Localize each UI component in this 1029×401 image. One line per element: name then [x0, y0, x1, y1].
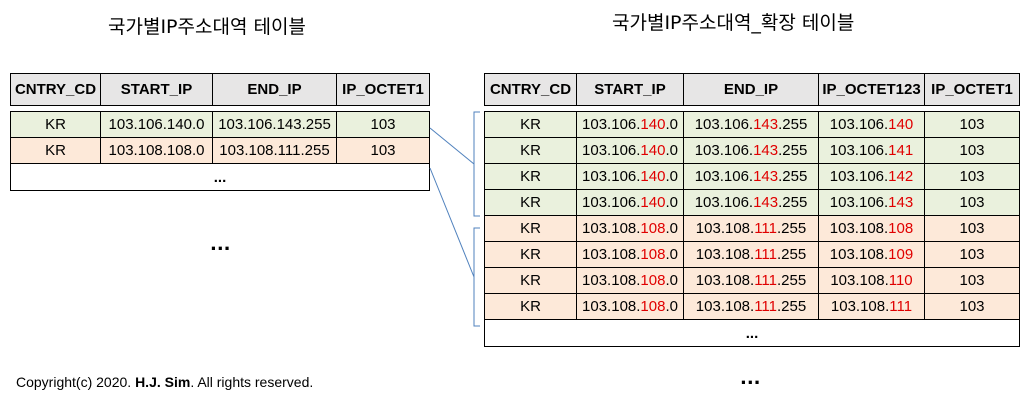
table-cell: 103.106.143.255 [683, 137, 819, 164]
table-header-row: CNTRY_CD START_IP END_IP IP_OCTET1 [10, 73, 430, 106]
header-cell: CNTRY_CD [10, 73, 101, 106]
header-cell: IP_OCTET1 [924, 73, 1020, 106]
header-cell: START_IP [100, 73, 213, 106]
table-cell: 103 [924, 267, 1020, 294]
right-continuation-ellipsis: ... [740, 368, 761, 389]
copyright-notice: Copyright(c) 2020. H.J. Sim. All rights … [16, 374, 313, 390]
table-cell: 103.106.140.0 [576, 189, 684, 216]
table-cell: 103.106.143 [818, 189, 925, 216]
table-cell: 103.108.108.0 [576, 215, 684, 242]
ellipsis-row: ... [10, 163, 430, 191]
right-ip-range-extended-table: CNTRY_CD START_IP END_IP IP_OCTET123 IP_… [484, 73, 1020, 347]
table-cell: 103 [924, 215, 1020, 242]
table-cell: 103.108.108.0 [100, 137, 213, 164]
connector-line-2 [429, 167, 475, 278]
table-cell: 103.106.140.0 [576, 111, 684, 138]
table-cell: 103.106.140.0 [576, 137, 684, 164]
ellipsis-cell: ... [484, 319, 1020, 347]
table-cell: 103 [336, 137, 430, 164]
table-cell: 103.106.140.0 [576, 163, 684, 190]
header-cell: CNTRY_CD [484, 73, 577, 106]
table-cell: 103.108.108 [818, 215, 925, 242]
right-table-title: 국가별IP주소대역_확장 테이블 [612, 12, 855, 34]
table-cell: 103.108.111 [818, 293, 925, 320]
table-cell: KR [484, 137, 577, 164]
copyright-author: H.J. Sim [135, 374, 191, 390]
table-cell: 103.108.111.255 [212, 137, 337, 164]
table-cell: 103 [924, 189, 1020, 216]
copyright-prefix: Copyright(c) 2020. [16, 374, 136, 390]
table-cell: 103.108.110 [818, 267, 925, 294]
table-cell: 103.106.143.255 [683, 163, 819, 190]
table-cell: KR [484, 241, 577, 268]
left-table-title: 국가별IP주소대역 테이블 [108, 16, 306, 38]
ellipsis-cell: ... [10, 163, 430, 191]
header-cell: END_IP [683, 73, 819, 106]
table-cell: 103.106.143.255 [683, 189, 819, 216]
table-cell: 103.108.109 [818, 241, 925, 268]
table-header-row: CNTRY_CD START_IP END_IP IP_OCTET123 IP_… [484, 73, 1020, 106]
copyright-suffix: . All rights reserved. [190, 374, 314, 390]
header-cell: START_IP [576, 73, 684, 106]
table-cell: 103.106.143.255 [683, 111, 819, 138]
table-cell: 103.106.143.255 [212, 111, 337, 138]
table-cell: 103.108.111.255 [683, 241, 819, 268]
table-cell: 103 [924, 241, 1020, 268]
connector-line-1 [429, 127, 475, 165]
header-cell: IP_OCTET1 [336, 73, 430, 106]
table-cell: KR [484, 267, 577, 294]
table-cell: 103 [924, 163, 1020, 190]
left-continuation-ellipsis: ... [210, 234, 231, 255]
header-cell: IP_OCTET123 [818, 73, 925, 106]
table-cell: 103.108.108.0 [576, 241, 684, 268]
table-cell: KR [10, 137, 101, 164]
table-cell: KR [484, 215, 577, 242]
header-cell: END_IP [212, 73, 337, 106]
ellipsis-row: ... [484, 319, 1020, 347]
table-cell: 103.106.142 [818, 163, 925, 190]
group2-brace [473, 227, 480, 327]
group1-brace [473, 111, 480, 217]
table-cell: 103 [924, 111, 1020, 138]
table-cell: 103.106.140.0 [100, 111, 213, 138]
table-cell: 103.108.111.255 [683, 215, 819, 242]
table-cell: KR [10, 111, 101, 138]
table-cell: 103.106.141 [818, 137, 925, 164]
